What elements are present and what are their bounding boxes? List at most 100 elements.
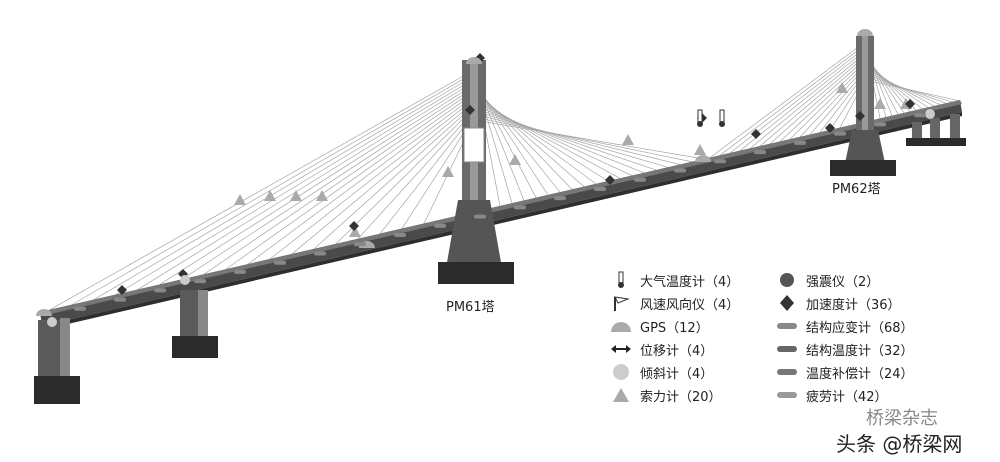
stay-cable — [137, 81, 475, 290]
bar-icon — [776, 363, 798, 381]
accelerometer-marker — [605, 175, 615, 185]
gps-marker — [857, 29, 873, 36]
stay-cable — [473, 110, 669, 168]
strain-gauge-marker — [834, 131, 846, 136]
strain-gauge-marker — [154, 288, 166, 293]
strain-gauge-marker — [714, 159, 726, 164]
legend-item-strain-gauge: 结构应变计（68） — [776, 316, 914, 336]
stay-cable — [473, 119, 705, 160]
strain-gauge-marker — [354, 242, 366, 247]
stay-cable — [709, 41, 866, 158]
stay-cable — [49, 69, 475, 311]
legend-label: 结构温度计（32） — [806, 343, 914, 359]
legend-label: 温度补偿计（24） — [806, 366, 914, 382]
thermometer-marker — [719, 121, 725, 127]
strain-gauge-marker — [314, 251, 326, 256]
stay-cable — [809, 71, 866, 135]
strain-gauge-marker — [474, 214, 486, 219]
tower-label-pm62: PM62塔 — [832, 182, 881, 197]
circle-icon — [610, 363, 632, 381]
triangle-icon — [610, 386, 632, 404]
cable-force-marker — [442, 166, 454, 177]
stay-cable — [473, 96, 609, 182]
cable-force-marker — [316, 190, 328, 201]
legend-item-displacement: 位移计（4） — [610, 339, 713, 359]
watermark-top: 桥梁杂志 — [866, 408, 938, 429]
strain-gauge-marker — [114, 297, 126, 302]
stay-cable — [473, 102, 633, 176]
sensor-markers — [36, 29, 935, 327]
stay-cable — [799, 68, 866, 138]
stay-cable — [269, 99, 475, 260]
strain-gauge-marker — [634, 177, 646, 182]
watermark-bottom: 头条 @桥梁网 — [836, 432, 963, 456]
legend-item-seismometer: 强震仪（2） — [776, 270, 879, 290]
legend-item-wind-vane: 风速风向仪（4） — [610, 293, 739, 313]
accelerometer-marker — [751, 129, 761, 139]
strain-gauge-marker — [554, 196, 566, 201]
strain-gauge-marker — [234, 269, 246, 274]
thermometer-marker — [697, 109, 703, 123]
strain-gauge-marker — [874, 122, 886, 127]
gps-marker — [466, 57, 482, 64]
stay-cable — [864, 62, 923, 110]
gps-marker — [36, 309, 52, 316]
legend-label: 位移计（4） — [640, 343, 714, 359]
pier-2 — [172, 290, 218, 358]
strain-gauge-marker — [594, 186, 606, 191]
accelerometer-marker — [855, 111, 865, 121]
legend-item-gps: GPS（12） — [610, 316, 709, 336]
stay-cable — [473, 104, 645, 174]
legend-label: 倾斜计（4） — [640, 366, 714, 382]
stay-cable — [759, 56, 866, 147]
stay-cable — [115, 78, 475, 295]
strain-gauge-marker — [674, 168, 686, 173]
stay-cable — [93, 75, 475, 300]
legend-label: 强震仪（2） — [806, 274, 880, 290]
strain-gauge-marker — [754, 150, 766, 155]
stay-cable — [181, 87, 475, 280]
legend-label: 疲劳计（42） — [806, 389, 888, 405]
strain-gauge-marker — [794, 140, 806, 145]
legend-item-cable-force: 索力计（20） — [610, 385, 722, 405]
thermometer-marker — [697, 121, 703, 127]
thermometer-marker — [719, 109, 725, 123]
stay-cable — [769, 59, 866, 145]
accelerometer-marker — [465, 105, 475, 115]
gps-dome-icon — [610, 317, 632, 335]
legend-item-temperature-compensator: 温度补偿计（24） — [776, 362, 914, 382]
stay-cable — [225, 93, 475, 270]
legend-label: 风速风向仪（4） — [640, 297, 740, 313]
tower-label-pm61: PM61塔 — [446, 300, 495, 315]
cable-force-marker — [264, 190, 276, 201]
bridge-deck — [40, 100, 962, 330]
inclinometer-marker — [925, 109, 935, 119]
thermometer-icon — [610, 271, 632, 289]
stay-cable — [335, 107, 475, 245]
legend-label: 结构应变计（68） — [806, 320, 914, 336]
stay-cable — [357, 110, 475, 239]
accelerometer-marker — [117, 285, 127, 295]
pier-3 — [906, 114, 966, 146]
cable-force-marker — [509, 154, 521, 165]
dark-circle-icon — [776, 271, 798, 289]
inclinometer-marker — [180, 275, 190, 285]
legend-item-fatigue-gauge: 疲劳计（42） — [776, 385, 888, 405]
strain-gauge-marker — [434, 223, 446, 228]
stay-cable — [71, 72, 475, 305]
cable-force-marker — [234, 194, 246, 205]
legend-label: 大气温度计（4） — [640, 274, 740, 290]
legend-item-accelerometer: 加速度计（36） — [776, 293, 901, 313]
stay-cable — [719, 44, 866, 156]
accelerometer-marker — [905, 99, 915, 109]
diamond-icon — [776, 294, 798, 312]
stay-cable — [789, 65, 866, 140]
gps-marker — [695, 155, 711, 162]
accelerometer-marker — [349, 221, 359, 231]
cable-force-marker — [349, 226, 361, 237]
stay-cable — [473, 113, 681, 165]
stay-cable — [473, 99, 621, 179]
bar-icon — [776, 340, 798, 358]
strain-gauge-marker — [74, 306, 86, 311]
stay-cable — [291, 102, 475, 255]
